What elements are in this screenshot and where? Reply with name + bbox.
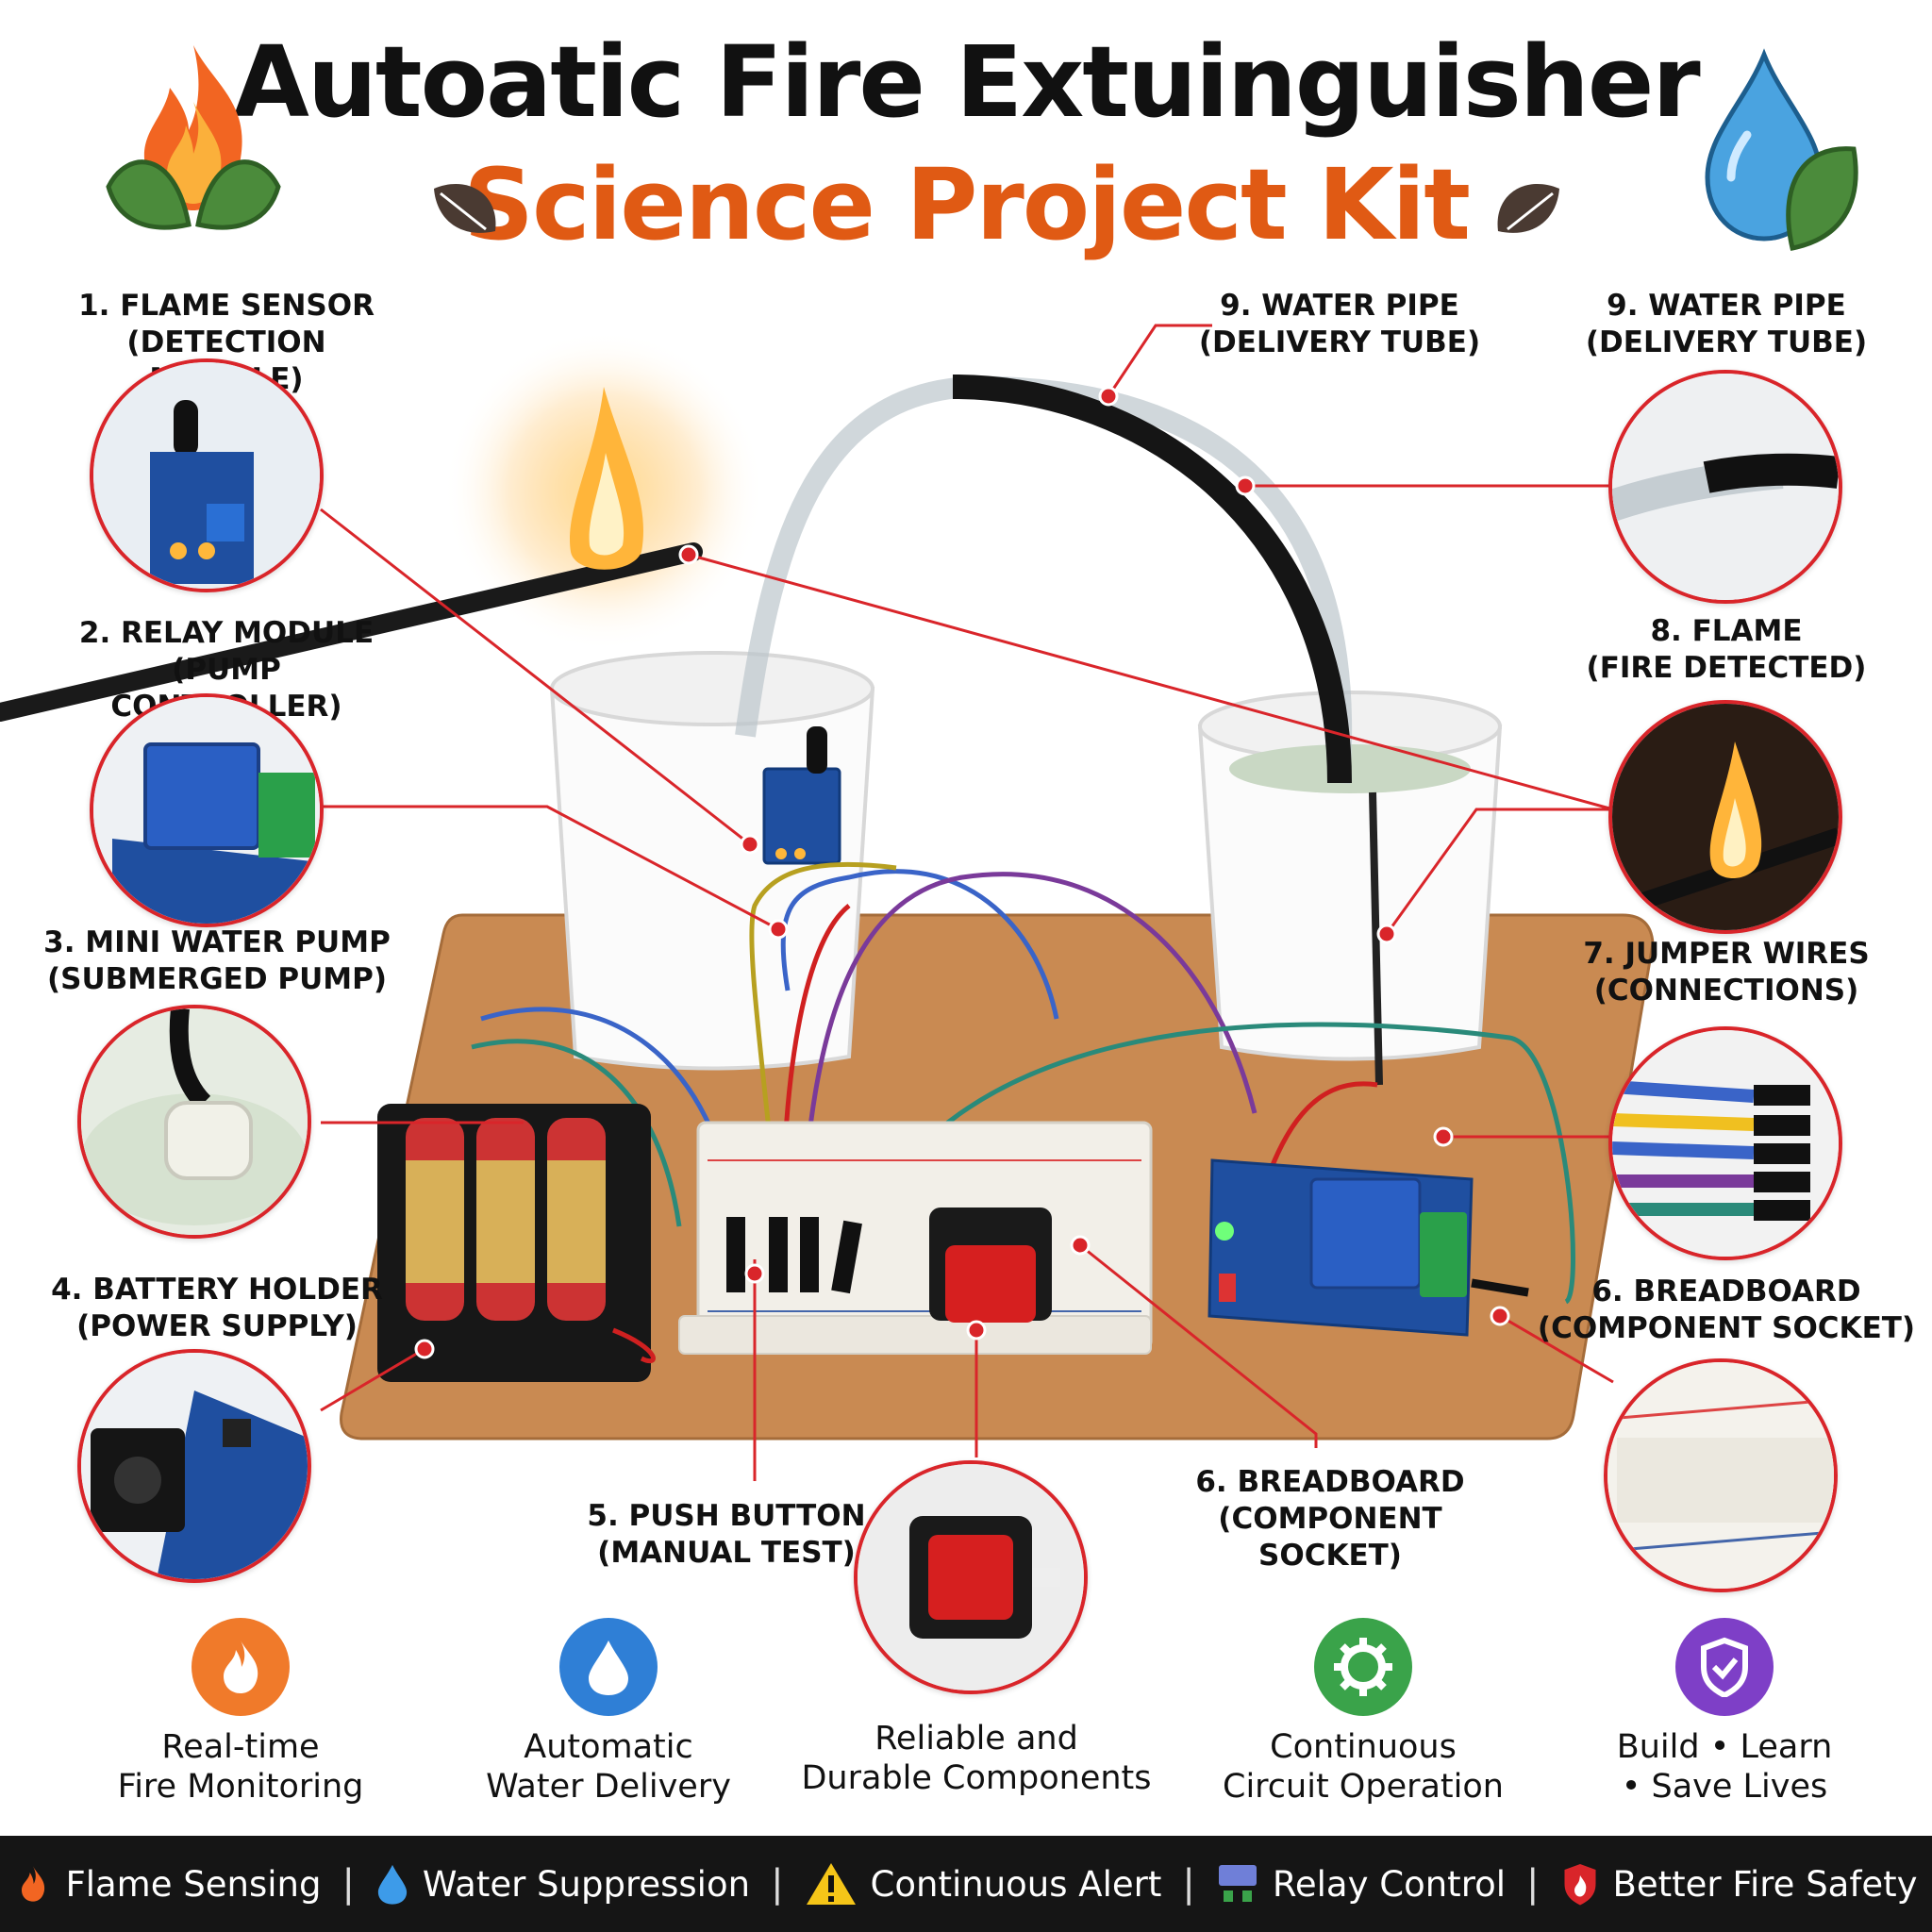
callout-water-pipe-right: 9. WATER PIPE(DELIVERY TUBE) xyxy=(1585,289,1868,359)
detail-push-button xyxy=(854,1460,1088,1694)
bottom-item-flame-sensing: Flame Sensing xyxy=(14,1861,321,1907)
gear-icon xyxy=(1314,1618,1412,1716)
warning-icon xyxy=(806,1863,856,1905)
detail-jumper-wires xyxy=(1608,1026,1842,1260)
bottom-item-fire-safety: Better Fire Safety xyxy=(1560,1860,1918,1907)
leaf-left-icon xyxy=(434,184,496,233)
page-subtitle: Science Project Kit xyxy=(463,147,1471,262)
separator: | xyxy=(341,1862,355,1906)
water-pipe xyxy=(952,375,1352,784)
water-leaf-logo-icon xyxy=(1705,48,1858,251)
relay-icon xyxy=(1218,1865,1257,1902)
burning-stick xyxy=(0,542,703,722)
callout-battery-holder: 4. BATTERY HOLDER(POWER SUPPLY) xyxy=(51,1273,383,1343)
callout-push-button: 5. PUSH BUTTON(MANUAL TEST) xyxy=(587,1499,866,1570)
callout-breadboard-right: 6. BREADBOARD(COMPONENT SOCKET) xyxy=(1537,1274,1916,1345)
bottom-item-continuous-alert: Continuous Alert xyxy=(805,1860,1161,1907)
separator: | xyxy=(1526,1862,1540,1906)
detail-battery-holder xyxy=(77,1349,311,1583)
detail-breadboard xyxy=(1604,1358,1838,1592)
callout-breadboard-center: 6. BREADBOARD(COMPONENT SOCKET) xyxy=(1195,1465,1465,1573)
detail-flame-sensor xyxy=(90,358,324,592)
shield-icon xyxy=(1675,1618,1774,1716)
callout-mini-water-pump: 3. MINI WATER PUMP(SUBMERGED PUMP) xyxy=(43,925,391,996)
right-cup xyxy=(1197,724,1503,1061)
page-title: Autoatic Fire Extuinguisher xyxy=(233,25,1700,140)
flame-icon xyxy=(192,1618,290,1716)
detail-relay-module xyxy=(90,693,324,927)
separator: | xyxy=(1182,1862,1195,1906)
water-drop-icon xyxy=(377,1864,408,1905)
fire-shield-icon xyxy=(1564,1864,1595,1906)
callout-flame: 8. FLAME(FIRE DETECTED) xyxy=(1586,614,1867,685)
detail-flame xyxy=(1608,700,1842,934)
detail-water-pipe xyxy=(1608,370,1842,604)
bottom-item-relay-control: Relay Control xyxy=(1216,1862,1506,1906)
water-drop-icon xyxy=(559,1618,658,1716)
separator: | xyxy=(771,1862,784,1906)
bottom-item-water-suppression: Water Suppression xyxy=(375,1861,750,1907)
flame-leaves-logo-icon xyxy=(106,45,281,230)
callout-jumper-wires: 7. JUMPER WIRES(CONNECTIONS) xyxy=(1583,937,1870,1008)
callout-water-pipe-center: 9. WATER PIPE(DELIVERY TUBE) xyxy=(1198,289,1481,359)
flame-sensor-module xyxy=(762,767,841,865)
detail-water-pump xyxy=(77,1005,311,1239)
feature-save-lives: Build • Learn• Save Lives xyxy=(1545,1618,1904,1807)
flame-icon xyxy=(22,1866,45,1902)
bottom-feature-bar: Flame Sensing | Water Suppression | Cont… xyxy=(0,1836,1932,1932)
leaf-right-icon xyxy=(1497,184,1559,233)
